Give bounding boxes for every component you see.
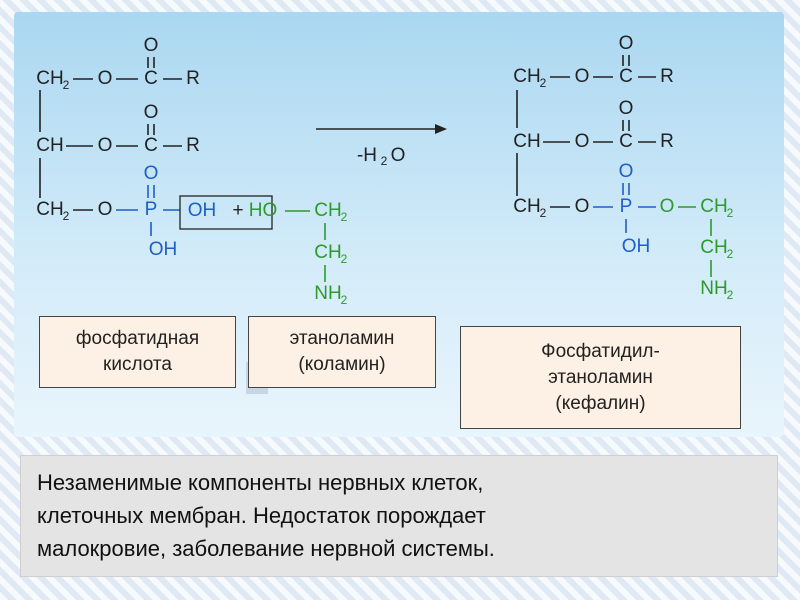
atom-r: R bbox=[660, 131, 674, 152]
atom-o: O bbox=[144, 102, 159, 123]
ethanolamine-structure: CH 2 CH 2 NH 2 bbox=[285, 200, 348, 307]
atom-c: C bbox=[619, 131, 633, 152]
atom-ch: CH bbox=[36, 135, 63, 156]
reaction-condition-sub: 2 bbox=[381, 154, 388, 168]
note-line: Незаменимые компоненты нервных клеток, bbox=[37, 470, 484, 495]
atom-oh: OH bbox=[622, 236, 651, 257]
note-line: клеточных мембран. Недостаток порождает bbox=[37, 503, 486, 528]
atom-o: O bbox=[575, 196, 590, 217]
atom-o: O bbox=[98, 68, 113, 89]
atom-o: O bbox=[619, 33, 634, 54]
atom-sub2: 2 bbox=[341, 293, 348, 307]
atom-sub2: 2 bbox=[341, 252, 348, 266]
atom-o: O bbox=[144, 35, 159, 56]
atom-nh: NH bbox=[314, 283, 341, 304]
atom-c: C bbox=[144, 135, 158, 156]
atom-p: P bbox=[620, 196, 633, 217]
atom-ch2: CH bbox=[36, 199, 63, 220]
atom-ch2: CH bbox=[513, 66, 540, 87]
reaction-condition: -H bbox=[357, 145, 377, 166]
atom-ch2: CH bbox=[700, 237, 727, 258]
atom-ho: HO bbox=[249, 200, 278, 221]
label-phosphatidic-acid: фосфатидная кислота bbox=[39, 316, 236, 388]
label-cephalin: Фосфатидил- этаноламин (кефалин) bbox=[460, 326, 741, 429]
atom-sub2: 2 bbox=[63, 209, 70, 223]
atom-o: O bbox=[144, 163, 159, 184]
atom-o: O bbox=[98, 135, 113, 156]
label-line: этаноламин bbox=[548, 366, 653, 388]
cephalin-structure: CH 2 O C O R CH O C O R CH 2 bbox=[513, 33, 733, 302]
label-line: (коламин) bbox=[298, 354, 386, 375]
label-line: фосфатидная bbox=[75, 328, 200, 349]
atom-o: O bbox=[575, 131, 590, 152]
atom-nh: NH bbox=[700, 278, 727, 299]
atom-o: O bbox=[575, 66, 590, 87]
label-line: (кефалин) bbox=[555, 392, 646, 414]
description-note: Незаменимые компоненты нервных клеток, к… bbox=[20, 455, 778, 577]
atom-sub2: 2 bbox=[727, 206, 734, 220]
atom-oh: OH bbox=[188, 200, 217, 221]
atom-sub2: 2 bbox=[63, 78, 70, 92]
reaction-arrow: -H 2 O bbox=[316, 124, 447, 168]
atom-o: O bbox=[660, 196, 675, 217]
atom-ch2: CH bbox=[36, 68, 63, 89]
note-line: малокровие, заболевание нервной системы. bbox=[37, 536, 495, 561]
atom-o: O bbox=[619, 98, 634, 119]
atom-c: C bbox=[619, 66, 633, 87]
atom-p: P bbox=[145, 199, 158, 220]
atom-r: R bbox=[186, 68, 200, 89]
atom-sub2: 2 bbox=[341, 210, 348, 224]
eliminated-group-box bbox=[179, 195, 273, 230]
label-line: этаноламин bbox=[289, 328, 395, 349]
atom-o: O bbox=[619, 161, 634, 182]
atom-sub2: 2 bbox=[727, 288, 734, 302]
reaction-condition-tail: O bbox=[391, 145, 406, 166]
atom-ch2: CH bbox=[314, 242, 341, 263]
atom-oh: OH bbox=[149, 239, 178, 260]
atom-ch2: CH bbox=[513, 196, 540, 217]
atom-sub2: 2 bbox=[727, 247, 734, 261]
atom-r: R bbox=[660, 66, 674, 87]
atom-o: O bbox=[98, 199, 113, 220]
plus-sign: + bbox=[232, 200, 243, 221]
label-line: кислота bbox=[103, 354, 172, 375]
atom-sub2: 2 bbox=[540, 206, 547, 220]
atom-ch2: CH bbox=[314, 200, 341, 221]
atom-sub2: 2 bbox=[540, 76, 547, 90]
atom-ch2: CH bbox=[700, 196, 727, 217]
label-ethanolamine: этаноламин (коламин) bbox=[248, 316, 436, 388]
atom-ch: CH bbox=[513, 131, 540, 152]
atom-r: R bbox=[186, 135, 200, 156]
phosphatidic-acid-structure: CH 2 O C O R CH O C O R CH 2 bbox=[36, 35, 277, 260]
atom-c: C bbox=[144, 68, 158, 89]
label-line: Фосфатидил- bbox=[541, 340, 660, 362]
